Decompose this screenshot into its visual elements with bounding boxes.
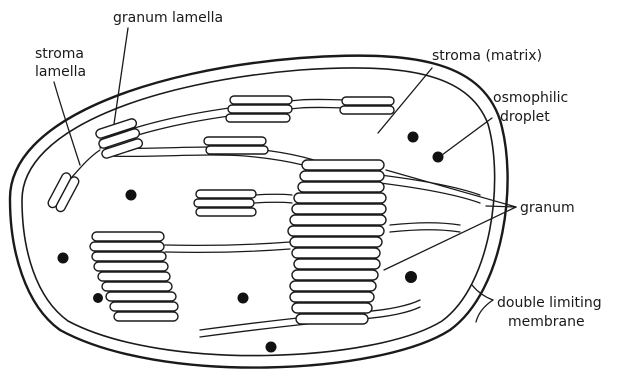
- leader-stroma-lamella: [54, 82, 80, 165]
- label-osmophilic-2: droplet: [500, 109, 550, 125]
- osmophilic-droplet: [58, 253, 69, 264]
- osmophilic-droplet: [405, 271, 417, 283]
- osmophilic-droplet: [266, 342, 277, 353]
- osmophilic-droplet: [126, 190, 137, 201]
- leader-granum-lamella: [114, 28, 128, 124]
- leader-membrane-2: [476, 300, 493, 322]
- label-membrane-2: membrane: [508, 314, 585, 330]
- leader-osmophilic: [442, 118, 492, 155]
- label-stroma-lamella-2: lamella: [35, 64, 86, 80]
- label-granum-lamella: granum lamella: [113, 10, 223, 26]
- osmophilic-droplet: [433, 152, 444, 163]
- label-osmophilic-1: osmophilic: [493, 90, 568, 106]
- label-granum: granum: [520, 200, 575, 216]
- granum-edge-left: [47, 171, 81, 213]
- osmophilic-droplet: [408, 132, 419, 143]
- granum-top-right: [340, 97, 394, 114]
- granum-top-center: [226, 96, 292, 122]
- osmophilic-droplet: [93, 293, 103, 303]
- osmophilic-droplet: [238, 293, 249, 304]
- granum-mid: [204, 137, 268, 154]
- granum-small-left: [95, 118, 144, 160]
- leader-granum-1: [386, 170, 516, 207]
- granum-center-left: [194, 190, 256, 216]
- label-membrane-1: double limiting: [497, 295, 602, 311]
- label-stroma-lamella-1: stroma: [35, 46, 84, 62]
- label-stroma-matrix: stroma (matrix): [432, 48, 542, 64]
- granum-large-center: [288, 160, 386, 324]
